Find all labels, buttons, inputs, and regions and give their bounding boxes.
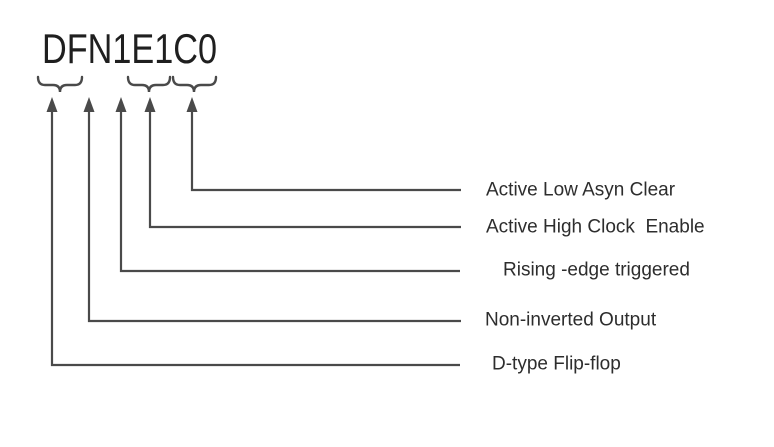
connector-non-inverted-output <box>83 97 461 323</box>
label-d-type-flip-flop: D-type Flip-flop <box>492 353 621 375</box>
part-number-title: DFN1E1C0 <box>42 25 217 72</box>
connector-active-high-clock-enable <box>144 97 461 229</box>
connector-line <box>50 108 460 367</box>
arrowhead-icon <box>83 97 95 112</box>
arrowhead-icon <box>186 97 198 112</box>
connector-rising-edge-triggered <box>115 97 460 273</box>
arrowhead-icon <box>46 97 58 112</box>
label-non-inverted-output: Non-inverted Output <box>485 309 657 331</box>
connector-d-type-flip-flop <box>46 97 460 367</box>
brace-c0-icon <box>171 75 218 93</box>
brace-e1-icon <box>126 75 172 93</box>
brace-df-icon <box>36 75 84 93</box>
label-rising-edge-triggered: Rising -edge triggered <box>503 259 690 281</box>
arrowhead-icon <box>144 97 156 112</box>
label-active-high-clock-enable: Active High Clock Enable <box>486 216 705 238</box>
label-active-low-asyn-clear: Active Low Asyn Clear <box>486 179 676 201</box>
connector-line <box>87 108 461 323</box>
connector-line <box>148 108 461 229</box>
connector-line <box>190 108 461 192</box>
connector-active-low-asyn-clear <box>186 97 461 192</box>
connector-line <box>119 108 460 273</box>
arrowhead-icon <box>115 97 127 112</box>
